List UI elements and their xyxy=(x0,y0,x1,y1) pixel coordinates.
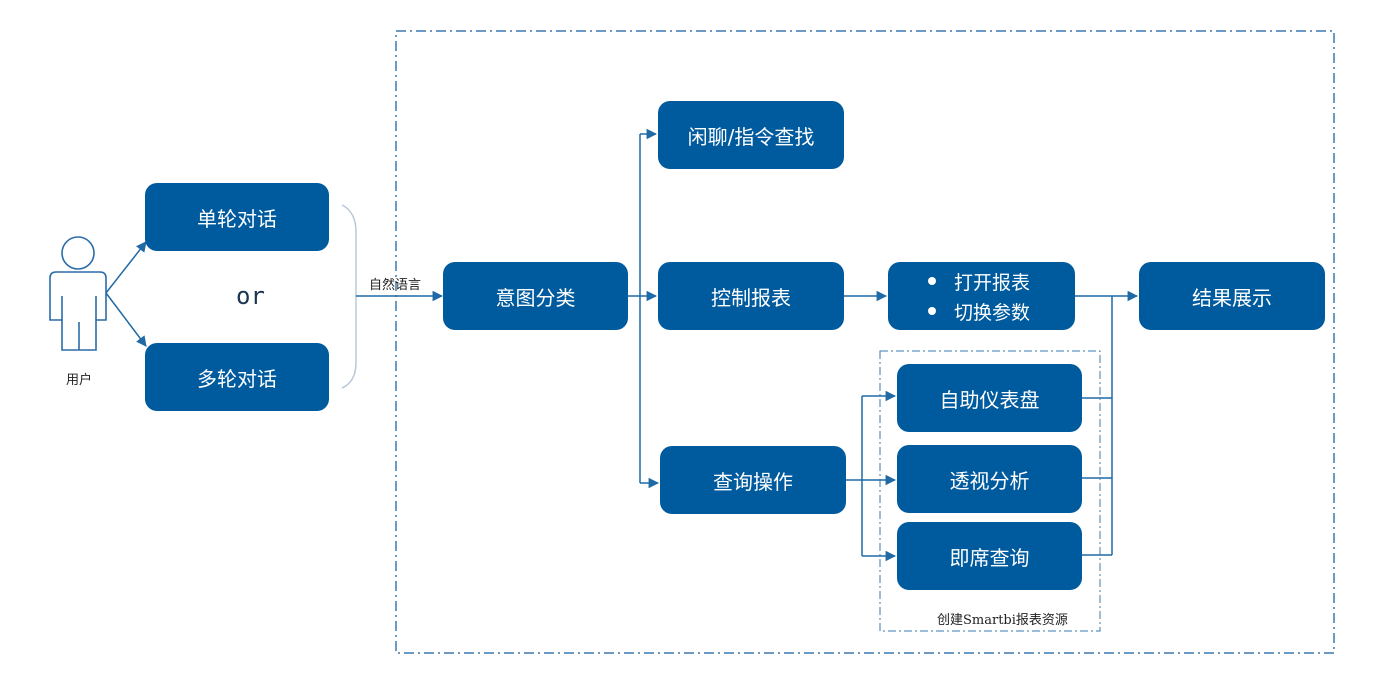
dialog-brace xyxy=(341,204,357,389)
query-operation-box: 查询操作 xyxy=(660,446,846,514)
action-item: 切换参数 xyxy=(928,296,1075,326)
arrow-user-to-multi xyxy=(105,292,147,347)
chat-command-box: 闲聊/指令查找 xyxy=(658,101,844,169)
intent-classification-box: 意图分类 xyxy=(443,262,628,330)
self-service-dashboard-box: 自助仪表盘 xyxy=(897,364,1082,432)
multi-turn-dialog-box: 多轮对话 xyxy=(145,343,329,411)
or-label: or xyxy=(236,282,265,310)
action-switch-params: 切换参数 xyxy=(954,301,1031,324)
intent-branch-lines xyxy=(628,134,641,483)
action-item: 打开报表 xyxy=(928,266,1075,296)
pivot-analysis-box: 透视分析 xyxy=(897,445,1082,513)
single-turn-dialog-box: 单轮对话 xyxy=(145,183,329,251)
smartbi-resource-group xyxy=(879,350,1101,632)
user-icon xyxy=(49,236,107,351)
system-boundary xyxy=(395,30,1335,654)
arrow-user-to-single xyxy=(105,241,147,294)
query-branch-lines xyxy=(846,396,863,556)
merge-lines xyxy=(1075,295,1113,556)
action-open-report: 打开报表 xyxy=(954,271,1031,294)
user-label: 用户 xyxy=(66,373,93,388)
control-actions-box: 打开报表 切换参数 xyxy=(888,262,1075,330)
result-display-box: 结果展示 xyxy=(1139,262,1325,330)
control-report-box: 控制报表 xyxy=(658,262,844,330)
smartbi-resource-label: 创建Smartbi报表资源 xyxy=(937,613,1068,628)
bullet-icon xyxy=(928,277,936,285)
adhoc-query-box: 即席查询 xyxy=(897,522,1082,590)
bullet-icon xyxy=(928,307,936,315)
natural-language-label: 自然语言 xyxy=(369,278,422,293)
